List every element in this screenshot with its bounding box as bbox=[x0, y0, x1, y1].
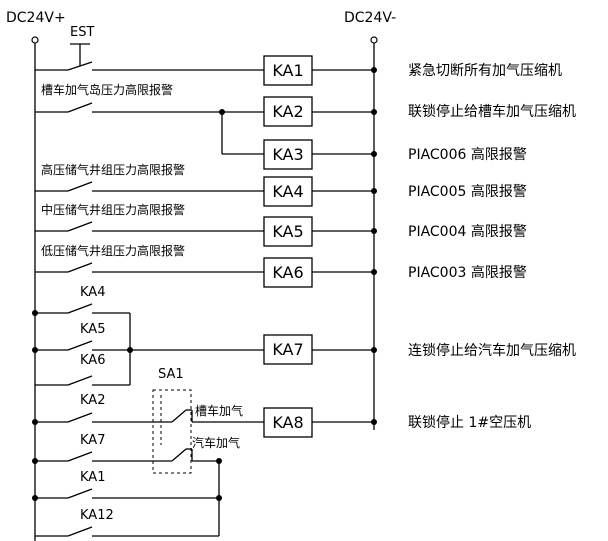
supply-negative-label: DC24V- bbox=[344, 10, 396, 26]
sa1-position2-label: 汽车加气 bbox=[192, 435, 240, 450]
rung-ka1: EST KA1 紧急切断所有加气压缩机 bbox=[35, 25, 562, 86]
sa1-position1-label: 槽车加气 bbox=[195, 403, 243, 418]
description-ka5: PIAC004 高限报警 bbox=[408, 223, 527, 240]
coil-ka8 bbox=[263, 407, 313, 438]
supply-positive-label: DC24V+ bbox=[6, 10, 66, 26]
sa1-dashed-box bbox=[152, 389, 192, 474]
coil-ka1-label: KA1 bbox=[272, 61, 303, 80]
sa1-label: SA1 bbox=[158, 367, 184, 382]
ka4-input-label: 高压储气井组压力高限报警 bbox=[41, 162, 185, 177]
rung-ka6: 低压储气井组压力高限报警 KA6 PIAC003 高限报警 bbox=[35, 243, 527, 288]
ka8-input1-label: KA2 bbox=[80, 393, 105, 408]
coil-ka3 bbox=[263, 139, 313, 170]
description-ka8: 联锁停止 1#空压机 bbox=[408, 414, 531, 431]
coil-ka4-label: KA4 bbox=[272, 182, 303, 201]
coil-ka5-label: KA5 bbox=[272, 222, 303, 241]
positive-terminal bbox=[31, 36, 39, 44]
ka8-input2-label: KA7 bbox=[80, 433, 105, 448]
coil-ka8-label: KA8 bbox=[272, 413, 303, 432]
coil-ka4 bbox=[263, 176, 313, 207]
description-ka2: 联锁停止给槽车加气压缩机 bbox=[408, 103, 576, 120]
ka7-input1-label: KA4 bbox=[80, 285, 105, 300]
rung-ka4: 高压储气井组压力高限报警 KA4 PIAC005 高限报警 bbox=[35, 162, 527, 207]
description-ka4: PIAC005 高限报警 bbox=[408, 183, 527, 200]
description-ka7: 连锁停止给汽车加气压缩机 bbox=[408, 342, 576, 359]
ka8-input3-label: KA1 bbox=[80, 470, 105, 485]
rung-ka7: KA4 KA5 KA6 KA7 连锁停止给汽车加气压缩机 bbox=[32, 285, 576, 386]
description-ka1: 紧急切断所有加气压缩机 bbox=[408, 63, 562, 79]
est-contact-label: EST bbox=[70, 25, 94, 40]
ka5-input-label: 中压储气井组压力高限报警 bbox=[41, 202, 185, 217]
coil-ka7-label: KA7 bbox=[272, 340, 303, 359]
rung-ka8: KA2 KA7 KA1 KA12 SA1 槽车加气 汽车加气 bbox=[32, 367, 531, 537]
description-ka3: PIAC006 高限报警 bbox=[408, 146, 527, 163]
coil-ka5 bbox=[263, 216, 313, 247]
negative-terminal bbox=[370, 36, 378, 44]
coil-ka6 bbox=[263, 257, 313, 288]
description-ka6: PIAC003 高限报警 bbox=[408, 264, 527, 281]
rung-ka2-ka3: 槽车加气岛压力高限报警 KA2 联锁停止给槽车加气压缩机 KA3 PIAC006… bbox=[35, 82, 576, 170]
coil-ka1 bbox=[263, 55, 313, 86]
rung-ka5: 中压储气井组压力高限报警 KA5 PIAC004 高限报警 bbox=[35, 202, 527, 247]
ka6-input-label: 低压储气井组压力高限报警 bbox=[41, 243, 185, 258]
coil-ka2-label: KA2 bbox=[272, 102, 303, 121]
ka7-input3-label: KA6 bbox=[80, 353, 105, 368]
ka8-input4-label: KA12 bbox=[80, 508, 114, 523]
ka2-input-label: 槽车加气岛压力高限报警 bbox=[41, 82, 173, 97]
coil-ka3-label: KA3 bbox=[272, 145, 303, 164]
ka7-input2-label: KA5 bbox=[80, 322, 105, 337]
coil-ka6-label: KA6 bbox=[272, 263, 303, 282]
